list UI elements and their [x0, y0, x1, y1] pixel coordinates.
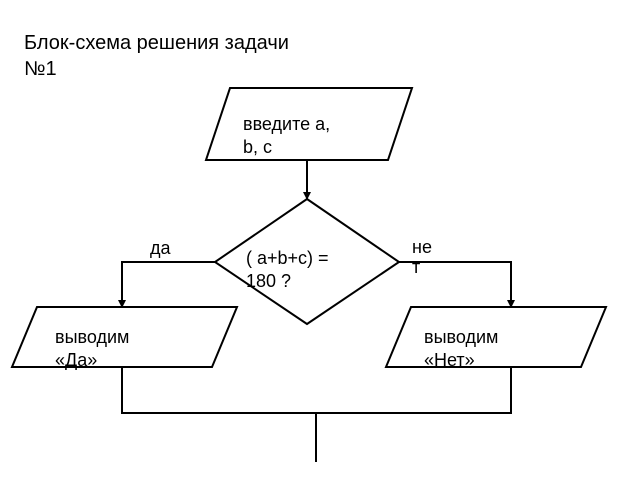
output-yes-label: выводим «Да» [55, 326, 129, 372]
diagram-title-line-2: №1 [24, 58, 57, 80]
output-no-line-2: «Нет» [424, 350, 475, 370]
no-branch-line-2: т [412, 257, 421, 277]
condition-block-label: ( a+b+c) = 180 ? [246, 247, 329, 293]
output-no-line-1: выводим [424, 327, 499, 347]
condition-block-line-1: ( a+b+c) = [246, 248, 329, 268]
condition-block-shape [213, 197, 401, 326]
diagram-title: Блок-схема решения задачи №1 [24, 30, 364, 82]
connector-merge [121, 367, 512, 414]
connector-no-branch [399, 261, 515, 308]
yes-branch-label: да [150, 238, 171, 258]
input-block-line-2: b, c [243, 137, 273, 157]
output-no-block-shape [384, 306, 608, 368]
no-branch-label: не т [412, 237, 432, 277]
output-yes-block-shape [10, 306, 239, 368]
no-branch-line-1: не [412, 237, 432, 257]
output-yes-line-1: выводим [55, 327, 130, 347]
output-no-label: выводим «Нет» [424, 326, 498, 372]
diagram-title-line-1: Блок-схема решения задачи [24, 32, 289, 54]
condition-block-line-2: 180 ? [246, 271, 292, 291]
input-block-shape [204, 87, 414, 161]
input-block-line-1: введите a, [243, 114, 331, 134]
connector-yes-branch [118, 261, 215, 308]
output-yes-line-2: «Да» [55, 350, 98, 370]
input-block-label: введите a, b, c [243, 113, 330, 159]
